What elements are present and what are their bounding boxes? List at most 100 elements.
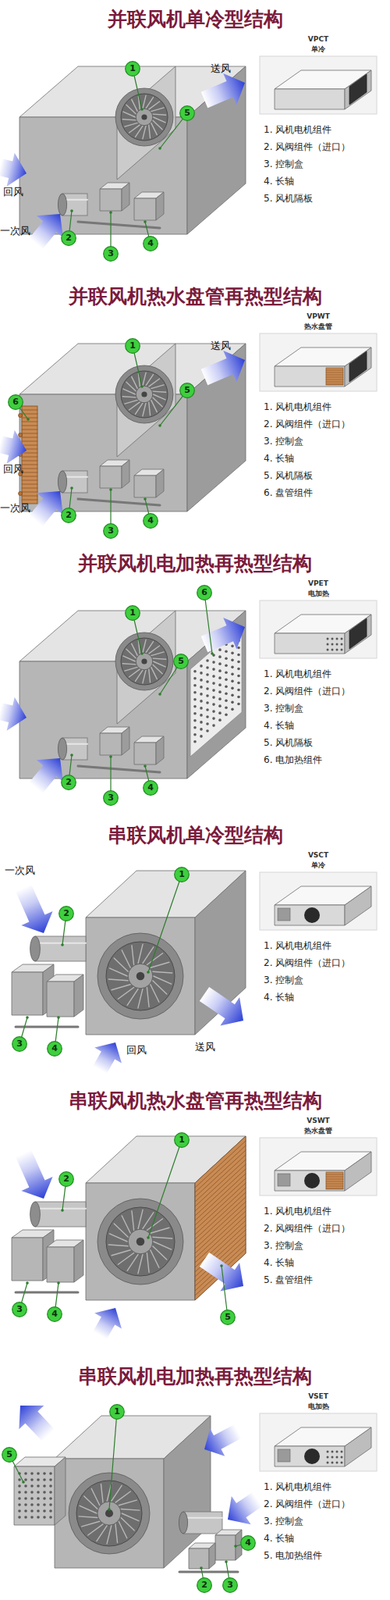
callout-shape — [12, 1035, 28, 1051]
callout-circle: 2 — [58, 1170, 75, 1186]
heater-element — [212, 694, 216, 699]
airflow-arrow — [199, 985, 244, 1025]
part-item: 1. 风机电机组件 — [263, 1478, 332, 1492]
leader-dot — [60, 942, 64, 946]
heater-element — [212, 666, 216, 671]
callout-circle: 2 — [60, 507, 77, 523]
fan-blade — [148, 124, 151, 139]
heater-element — [237, 687, 241, 692]
callout-circle: 1 — [124, 337, 141, 354]
fan-blade — [142, 402, 146, 416]
callout-circle: 5 — [179, 105, 195, 121]
model-type: 电加热 — [259, 1400, 377, 1410]
leader-dot — [56, 1014, 61, 1018]
control-box — [121, 182, 130, 211]
callout-circle: 3 — [102, 789, 119, 805]
fan-blade — [111, 983, 131, 990]
model-code: VPCT — [259, 34, 377, 44]
fan-blade — [109, 1232, 128, 1241]
fan-blade — [129, 401, 141, 410]
heater-element — [36, 1476, 40, 1480]
heater-element — [199, 726, 203, 731]
airflow-label: 回风 — [126, 1042, 147, 1056]
callout-shape — [143, 513, 159, 529]
heater-element — [199, 712, 203, 717]
inlet-opening — [57, 470, 67, 493]
leader-dot — [146, 1234, 150, 1238]
heater-element — [17, 1476, 22, 1480]
fan-blade — [142, 95, 146, 109]
fan-blade — [148, 645, 160, 653]
part-item: 3. 控制盒 — [263, 157, 304, 171]
fan-blade — [109, 967, 128, 975]
control-box — [134, 741, 156, 764]
callout-number: 5 — [173, 652, 189, 669]
heater-element — [17, 1489, 22, 1493]
heater-element — [212, 687, 216, 692]
fan-housing — [97, 1197, 184, 1284]
part-item: 4. 长轴 — [263, 174, 295, 188]
section-title: 并联风机单冷型结构 — [0, 7, 390, 32]
part-item: 1. 风机电机组件 — [263, 938, 332, 951]
model-code: VSWT — [259, 1114, 377, 1124]
fan-shaft — [141, 113, 147, 120]
product-coil — [326, 379, 344, 380]
fan-shaft — [136, 971, 146, 980]
heater-element — [205, 658, 210, 662]
control-box — [156, 468, 164, 497]
leader-dot — [199, 1564, 203, 1568]
product-photo — [259, 871, 377, 929]
callout-shape — [174, 866, 190, 882]
callout-shape — [61, 507, 77, 523]
product-photo — [344, 347, 372, 387]
callout-shape — [173, 653, 189, 669]
airflow-arrow — [201, 616, 245, 652]
product-photo — [274, 365, 345, 387]
heater-element — [193, 683, 197, 687]
product-heater — [336, 642, 339, 646]
leader-dot — [210, 651, 214, 655]
heater-element — [218, 696, 222, 700]
heater-element — [237, 694, 241, 699]
fan-blade — [152, 390, 167, 392]
leader-dot — [56, 1279, 61, 1284]
control-box — [11, 1236, 43, 1280]
heater-element — [49, 1489, 53, 1493]
callout-circle: 3 — [11, 1300, 28, 1316]
heater-element — [237, 645, 241, 649]
fan-hub — [127, 1227, 153, 1253]
section-title: 串联风机单冷型结构 — [0, 822, 390, 847]
long-shaft — [78, 498, 160, 505]
heater-element — [193, 725, 197, 729]
fan-blade — [84, 1494, 98, 1508]
product-heater — [331, 637, 334, 640]
heater-element — [42, 1489, 47, 1493]
inlet-collar — [35, 1200, 86, 1226]
part-item: 4. 长轴 — [263, 989, 295, 1003]
fan-blade — [124, 666, 138, 671]
control-box — [74, 973, 84, 1016]
heater-element — [212, 680, 216, 685]
heater-element — [49, 1470, 53, 1474]
fan-blade — [111, 1248, 131, 1255]
coil-tube — [21, 425, 38, 426]
product-heater — [336, 1449, 339, 1452]
heater-element — [230, 693, 234, 697]
callout-number: 4 — [142, 779, 159, 795]
callout-circle: 2 — [60, 230, 77, 246]
control-box — [134, 475, 156, 497]
control-box — [209, 1541, 216, 1568]
fan-blade — [151, 107, 164, 112]
fan-blade — [138, 943, 143, 962]
airflow-label: 一次风 — [4, 863, 36, 876]
leader-line — [221, 1264, 228, 1316]
callout-shape — [125, 61, 141, 77]
heater-element — [30, 1495, 34, 1499]
coil-tube — [21, 409, 38, 411]
callout-circle: 3 — [11, 1035, 28, 1051]
control-box — [46, 1245, 75, 1281]
callout-circle: 4 — [240, 1533, 256, 1550]
leader-dot — [21, 1478, 25, 1482]
part-item: 1. 风机电机组件 — [263, 400, 332, 413]
fan-blade — [152, 1235, 173, 1238]
